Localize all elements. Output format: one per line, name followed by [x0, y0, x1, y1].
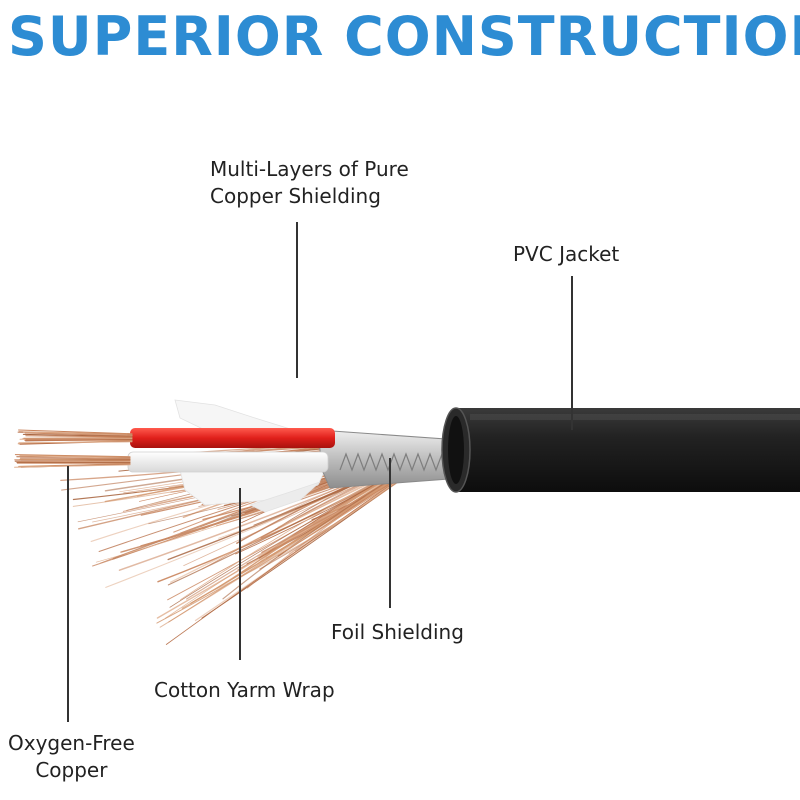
- copper-conductor-strand: [23, 437, 133, 439]
- copper-conductor-strand: [19, 454, 131, 458]
- label-oxygen-free-copper-line1: Oxygen-Free: [8, 731, 135, 755]
- page-title: SUPERIOR CONSTRUCTION: [8, 5, 800, 68]
- copper-conductor-strand: [18, 441, 133, 444]
- bare-copper-conductors: [14, 429, 133, 468]
- copper-conductor-strand: [25, 435, 133, 438]
- pvc-jacket: [441, 407, 800, 493]
- copper-conductor-strand: [14, 464, 131, 468]
- leader-lines: [67, 222, 573, 722]
- copper-conductor-strand: [18, 463, 131, 467]
- label-copper-shielding-line2: Copper Shielding: [210, 184, 381, 208]
- label-pvc-jacket: PVC Jacket: [513, 242, 620, 266]
- copper-conductor-strand: [22, 433, 133, 437]
- label-foil-shielding: Foil Shielding: [331, 620, 464, 644]
- label-oxygen-free-copper: Oxygen-Free Copper: [8, 730, 135, 784]
- label-oxygen-free-copper-line2: Copper: [35, 758, 108, 782]
- copper-conductor-strand: [18, 429, 133, 435]
- label-copper-shielding-line1: Multi-Layers of Pure: [210, 157, 409, 181]
- copper-conductor-strand: [23, 431, 133, 436]
- white-insulated-conductor: [127, 451, 329, 473]
- label-copper-shielding: Multi-Layers of Pure Copper Shielding: [210, 156, 409, 210]
- copper-conductor-strand: [24, 432, 133, 437]
- copper-conductor-strand: [25, 438, 133, 441]
- foil-texture: [339, 452, 461, 472]
- label-cotton-wrap: Cotton Yarm Wrap: [154, 678, 335, 702]
- copper-conductor-strand: [19, 457, 131, 460]
- copper-conductor-strand: [17, 461, 131, 463]
- red-insulated-conductor: [130, 428, 335, 448]
- copper-conductor-strand: [19, 458, 131, 461]
- copper-conductor-strand: [19, 455, 131, 459]
- copper-conductor-strand: [14, 454, 131, 458]
